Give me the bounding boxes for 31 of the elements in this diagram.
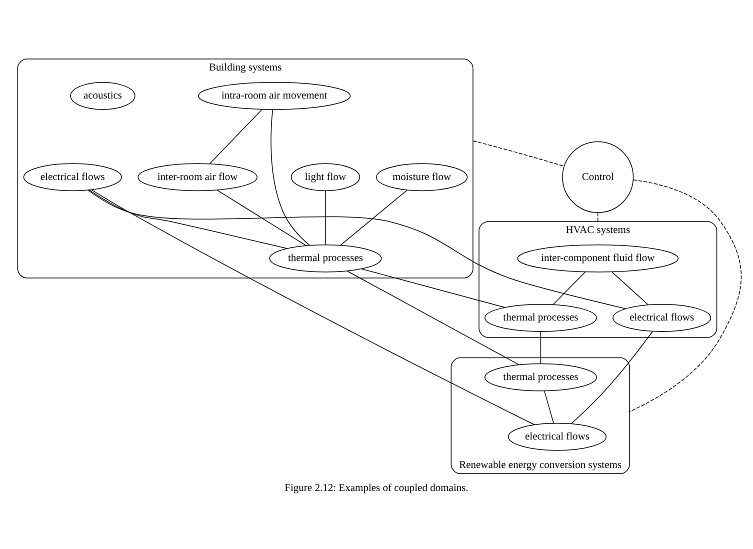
connector — [540, 330, 542, 364]
connector — [346, 270, 520, 365]
node-ellipse: intra-room air movement — [198, 81, 351, 110]
connector — [612, 271, 649, 305]
node-ellipse: inter-room air flow — [138, 162, 258, 191]
connector — [88, 189, 288, 248]
connector — [629, 179, 742, 412]
connector — [209, 108, 262, 164]
connector — [340, 189, 408, 246]
connector — [216, 189, 307, 246]
connector — [570, 330, 654, 424]
node-ellipse: electrical flows — [23, 162, 122, 191]
node-ellipse: light flow — [290, 162, 360, 191]
connector — [552, 271, 586, 304]
connector — [361, 268, 505, 308]
node-ellipse: moisture flow — [376, 162, 468, 191]
connector — [472, 140, 564, 166]
connector — [544, 390, 554, 424]
connector — [91, 188, 535, 425]
node-ellipse: electrical flows — [508, 422, 607, 450]
connector — [88, 189, 626, 309]
connector — [270, 108, 310, 246]
node-ellipse: acoustics — [70, 81, 136, 110]
node-ellipse: electrical flows — [612, 303, 712, 332]
node-ellipse: thermal processes — [269, 244, 382, 272]
node-ellipse: inter-component fluid flow — [517, 244, 679, 272]
node-circle: Control — [562, 140, 634, 212]
node-ellipse: thermal processes — [484, 362, 597, 391]
connector — [325, 190, 326, 245]
caption: Figure 2.12: Examples of coupled domains. — [284, 482, 468, 494]
node-ellipse: thermal processes — [484, 303, 597, 332]
